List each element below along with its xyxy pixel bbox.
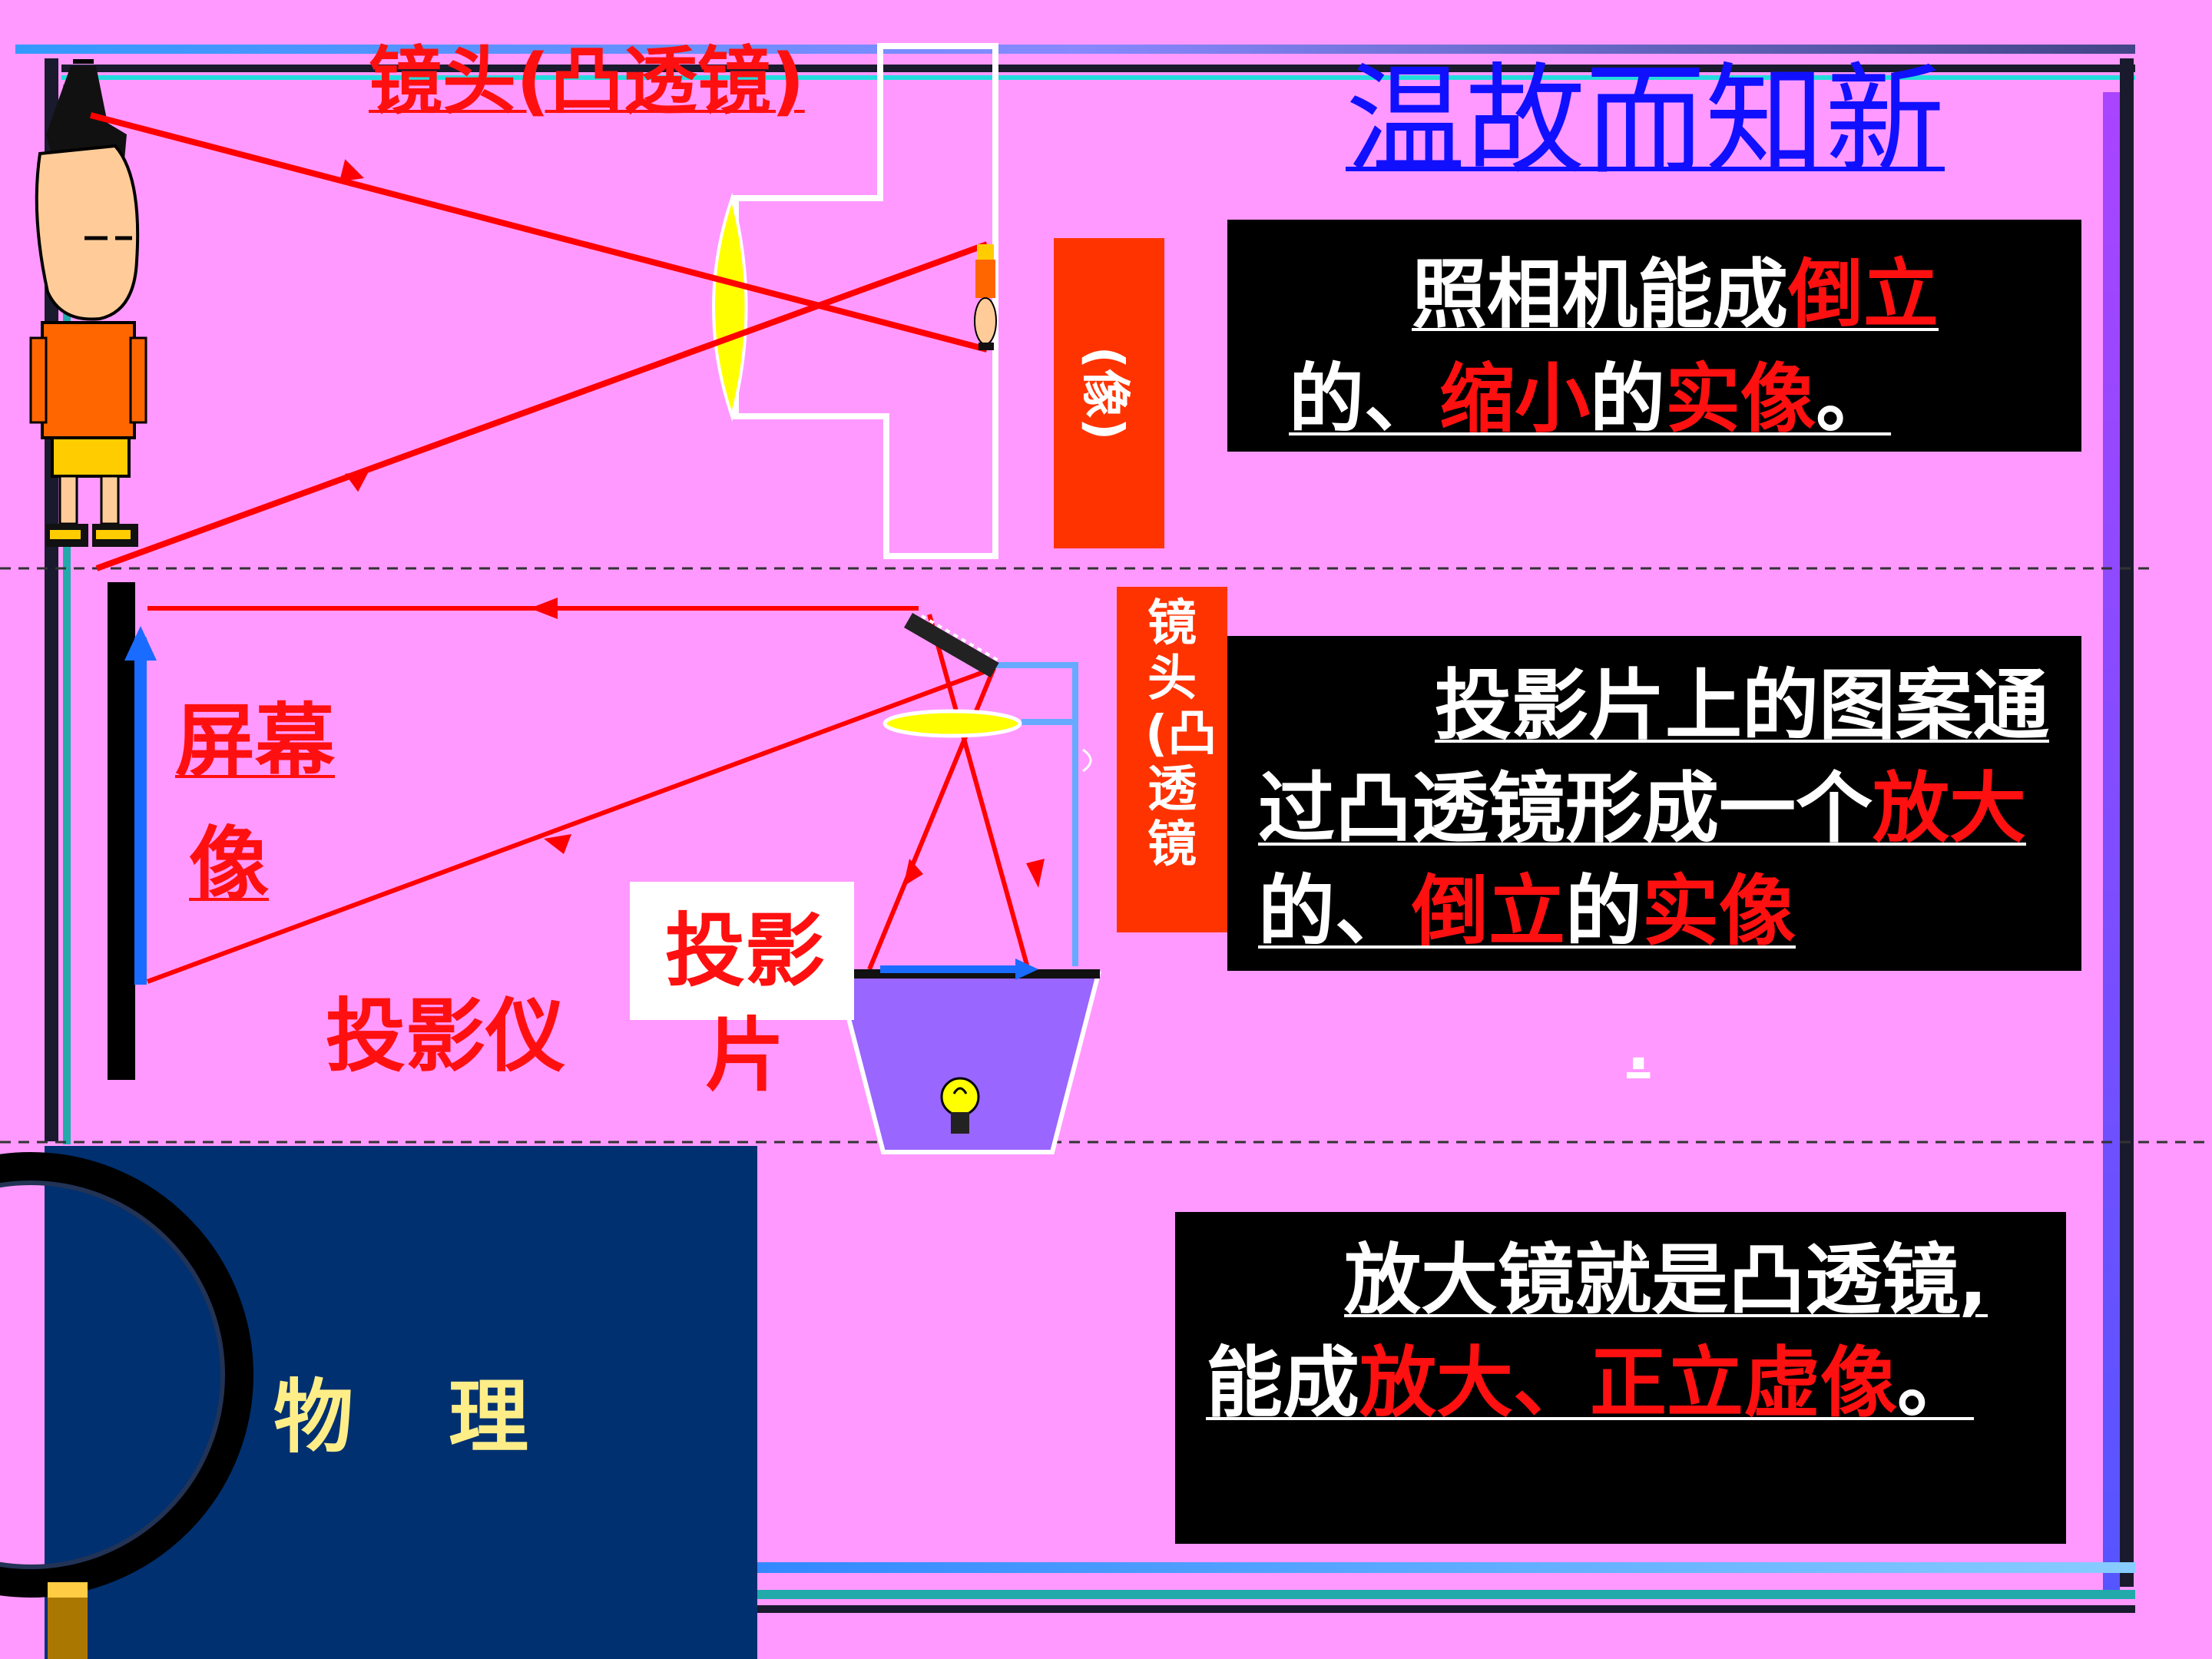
highlight-term: 倒立 — [1788, 251, 1939, 339]
statement-text: 的、 — [1258, 866, 1412, 956]
camera-lens-label: 镜头(凸透镜) — [369, 38, 805, 124]
projector-base-icon — [834, 969, 1101, 1154]
projector-statement: 投影片上的图案通过凸透镜形成一个放大的、倒立的实像 — [1258, 654, 2051, 963]
slide-arrow-icon — [880, 959, 1038, 980]
camera-ray-arrow — [345, 472, 369, 492]
camera-statement-box: 照相机能成倒立的、缩小的实像。 — [1227, 220, 2081, 452]
camera-rays — [89, 112, 988, 571]
statement-text: 照相机能成 — [1412, 251, 1789, 339]
projector-trailing-mark: . — [1627, 1012, 1651, 1084]
projector-head — [991, 662, 1092, 966]
small-inverted-person-icon — [974, 244, 997, 350]
statement-text: 。 — [1897, 1338, 1974, 1428]
projector-statement-box: 投影片上的图案通过凸透镜形成一个放大的、倒立的实像 — [1227, 636, 2081, 971]
camera-ray-arrow — [339, 159, 364, 182]
projector-ray-arrow — [1026, 859, 1045, 888]
magnifying-glass-icon — [0, 1152, 253, 1659]
magnifier-statement-box: 放大镜就是凸透镜, 能成放大、正立虚像。 — [1175, 1212, 2066, 1544]
projector-ray-arrow — [530, 598, 558, 619]
highlight-term: 实像 — [1642, 866, 1796, 956]
convex-lens-icon — [712, 193, 748, 422]
projector-lens-label: 镜头(凸透镜 — [1117, 587, 1227, 932]
person-object-icon — [29, 59, 147, 547]
screen-label: 屏幕 — [175, 694, 336, 788]
light-bulb-icon — [940, 1077, 980, 1134]
magnifier-statement: 放大镜就是凸透镜, 能成放大、正立虚像。 — [1206, 1229, 2035, 1435]
subject-label: 物 理 — [273, 1370, 537, 1464]
highlight-term: 缩小 — [1439, 356, 1591, 443]
statement-text: 的、 — [1289, 356, 1440, 443]
projector-label: 投影仪 — [326, 989, 566, 1083]
statement-text: 放大镜就是凸透镜, 能成 — [1206, 1235, 1988, 1428]
screen-image-label: 像 — [189, 817, 270, 911]
mirror-icon — [904, 612, 1000, 678]
slide-label-box — [630, 882, 854, 1020]
highlight-term: 放大、正立虚像 — [1359, 1338, 1897, 1428]
projector-lens-icon — [882, 709, 1022, 738]
statement-text: 的 — [1590, 356, 1666, 443]
statement-text: 投影片上的图案通过凸透镜形成一个 — [1258, 661, 2049, 853]
camera-body-icon — [733, 43, 998, 559]
statement-text: 的 — [1565, 866, 1642, 956]
highlight-term: 倒立 — [1412, 866, 1565, 956]
projector-ray-arrow — [903, 859, 923, 886]
highlight-term: 实像 — [1665, 356, 1816, 443]
screen-icon — [108, 582, 157, 1080]
slide-label: 投影片 — [664, 904, 825, 1102]
camera-image-label: (像) — [1054, 238, 1164, 548]
projector-ray-arrow — [544, 834, 571, 854]
page-title: 温故而知新 — [1346, 51, 1945, 190]
statement-text: 。 — [1816, 356, 1892, 443]
camera-statement: 照相机能成倒立的、缩小的实像。 — [1289, 243, 2035, 452]
slide-frame — [15, 45, 2135, 1613]
highlight-term: 放大 — [1873, 763, 2026, 853]
